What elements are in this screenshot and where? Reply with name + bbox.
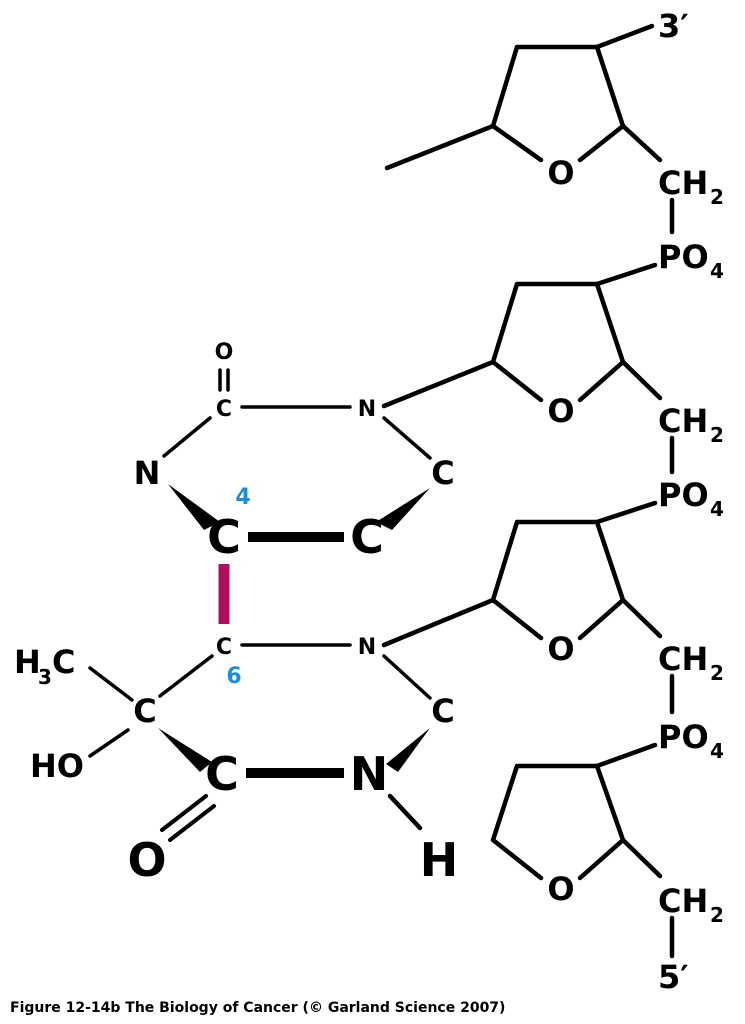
backbone-bonds [381, 23, 675, 959]
glycosidic-bond-upper [381, 359, 496, 409]
svg-text:CH: CH [658, 882, 708, 920]
lower-base-bonds [88, 643, 432, 842]
lower-c5: C [133, 692, 156, 730]
svg-text:2: 2 [710, 661, 724, 685]
ch2-group-4: CH 2 [658, 882, 724, 927]
upper-n3: N [134, 454, 161, 492]
ring-oxygen-3: O [547, 630, 574, 668]
upper-base-labels: O C N N C C C 4 [134, 340, 455, 564]
svg-text:PO: PO [658, 476, 709, 514]
upper-c5: C [350, 510, 384, 564]
svg-text:4: 4 [710, 739, 724, 763]
sugar-ring-1 [490, 44, 626, 163]
methyl-group: H 3 C [14, 643, 75, 689]
po4-2-to-sugar-3 [594, 500, 658, 525]
sugar-1-to-ch2 [620, 123, 663, 163]
po4-group-1: PO 4 [658, 238, 724, 283]
svg-text:CH: CH [658, 640, 708, 678]
sugar-ring-3 [490, 519, 626, 641]
glycosidic-bond-lower [381, 597, 496, 648]
svg-text:C: C [52, 643, 75, 681]
ring-oxygen-4: O [547, 870, 574, 908]
upper-c2: C [216, 397, 232, 422]
svg-text:PO: PO [658, 238, 709, 276]
upper-c4: C [207, 510, 241, 564]
lower-hydrogen: H [420, 833, 459, 887]
lower-n1: N [358, 635, 376, 660]
svg-text:CH: CH [658, 164, 708, 202]
ring-oxygen-1: O [547, 154, 574, 192]
ch2-group-1: CH 2 [658, 164, 724, 209]
three-prime-end: 3′ [658, 7, 689, 45]
sugar-2-to-ch2 [620, 359, 663, 401]
lower-c4: C [205, 747, 239, 801]
svg-text:4: 4 [710, 259, 724, 283]
backbone-labels: 3′ O O O O CH 2 PO 4 CH 2 PO 4 CH 2 PO 4 [547, 7, 724, 996]
po4-group-2: PO 4 [658, 476, 724, 521]
upper-wedge-right [376, 488, 430, 530]
ch2-group-3: CH 2 [658, 640, 724, 685]
svg-text:2: 2 [710, 423, 724, 447]
po4-3-to-sugar-4 [594, 742, 658, 769]
svg-text:CH: CH [658, 402, 708, 440]
ch2-group-2: CH 2 [658, 402, 724, 447]
sugar-4-to-ch2 [620, 837, 663, 879]
svg-text:4: 4 [710, 497, 724, 521]
upper-c6: C [431, 454, 454, 492]
ring-oxygen-2: O [547, 392, 574, 430]
lower-n3: N [350, 747, 389, 801]
five-prime-end: 5′ [658, 958, 689, 996]
lower-wedge-left [158, 728, 212, 772]
position-label-6: 6 [226, 664, 241, 689]
sugar-ring-4 [490, 763, 626, 881]
upper-n1: N [358, 397, 376, 422]
lower-c6: C [216, 635, 232, 660]
lower-c-right: C [431, 692, 454, 730]
upper-base-bonds [162, 368, 432, 460]
sugar-1-tail [384, 123, 496, 171]
po4-1-to-sugar-2 [594, 262, 658, 287]
sugar-ring-2 [490, 281, 626, 403]
position-label-4: 4 [235, 485, 250, 510]
upper-carbonyl-oxygen: O [215, 340, 234, 365]
svg-text:H: H [14, 643, 41, 681]
sugar-1-to-3prime [594, 23, 655, 50]
upper-wedge-left [168, 484, 220, 530]
figure-caption: Figure 12-14b The Biology of Cancer (© G… [10, 1000, 506, 1016]
svg-text:3: 3 [38, 665, 52, 689]
svg-text:2: 2 [710, 903, 724, 927]
sugar-3-to-ch2 [620, 597, 663, 639]
lower-base-labels: C 6 N C C H 3 C HO C N H O [14, 635, 458, 887]
svg-text:PO: PO [658, 718, 709, 756]
lower-carbonyl-oxygen: O [127, 833, 166, 887]
hydroxyl-group: HO [30, 747, 84, 785]
svg-text:2: 2 [710, 185, 724, 209]
po4-group-3: PO 4 [658, 718, 724, 763]
lower-wedge-right [386, 728, 430, 772]
